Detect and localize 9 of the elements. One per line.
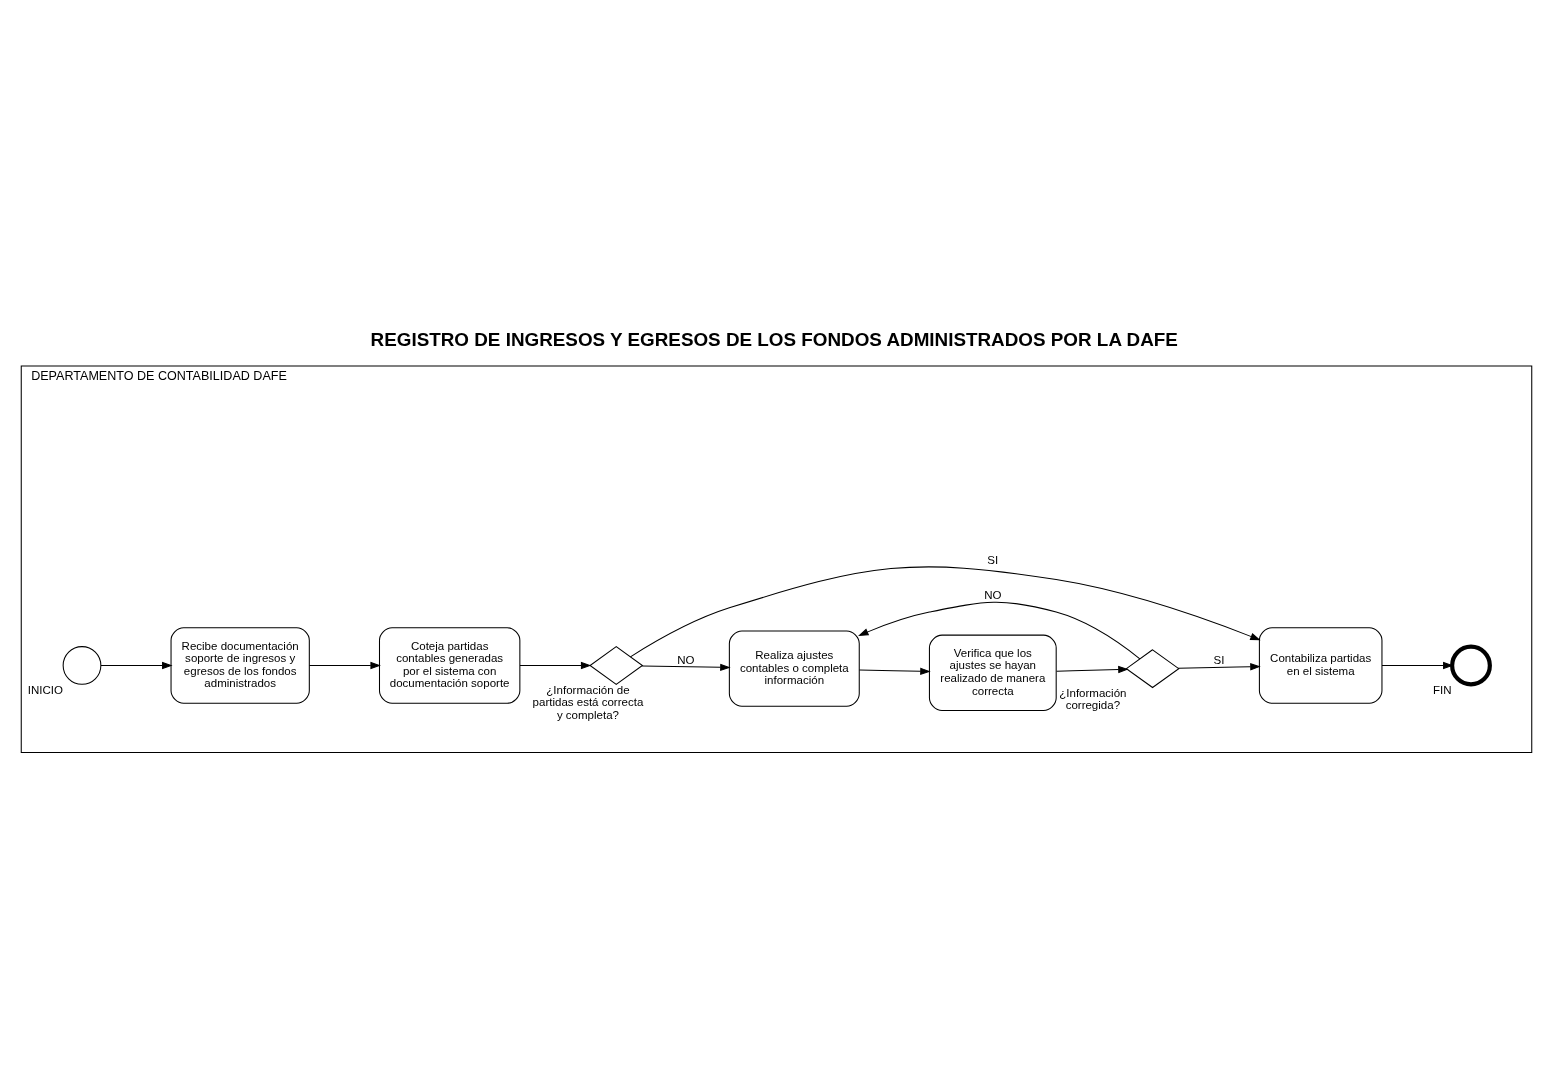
node-label: ¿Información de partidas está correcta y completa? [532,683,644,721]
node-label: INICIO [27,683,63,696]
diagram-title: REGISTRO DE INGRESOS Y EGRESOS DE LOS FONDOS ADMINISTRADOS POR LA DAFE [370,329,1178,351]
edge-label: NO [677,654,695,667]
edge-label: SI [987,553,999,566]
edge-label: NO [984,589,1002,602]
node-label: FIN [1432,683,1452,696]
node-label: ¿Información corregida? [1059,686,1127,712]
edge-label: SI [1213,654,1225,667]
